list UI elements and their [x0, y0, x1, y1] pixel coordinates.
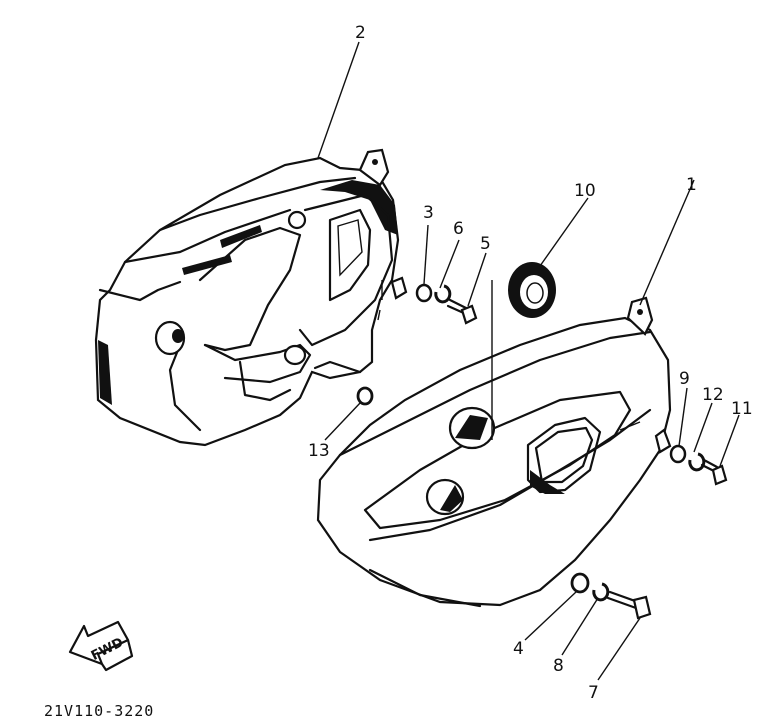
callout-6: 6	[453, 219, 464, 239]
callout-2: 2	[355, 23, 366, 43]
bolt-part-11	[700, 458, 728, 486]
callout-3: 3	[423, 203, 434, 223]
lock-washer-part-12	[688, 452, 706, 472]
lock-washer-part-8	[592, 582, 610, 602]
seal-part-10	[508, 262, 556, 318]
callout-10: 10	[574, 181, 596, 201]
washer-part-13	[356, 386, 374, 406]
callout-9: 9	[679, 369, 690, 389]
outer-case-cover-part-1	[316, 296, 672, 608]
callout-1: 1	[686, 175, 697, 195]
callout-13: 13	[308, 441, 330, 461]
bolt-part-5	[446, 298, 478, 325]
lock-washer-part-6	[434, 284, 452, 304]
callout-8: 8	[553, 656, 564, 676]
callout-4: 4	[513, 639, 524, 659]
inner-case-cover-part-2	[94, 148, 408, 447]
callout-11: 11	[731, 399, 753, 419]
fwd-arrow-icon: FWD	[68, 620, 134, 672]
callout-5: 5	[480, 234, 491, 254]
leader-lines	[317, 41, 740, 681]
washer-part-9	[669, 444, 687, 464]
callout-labels: 1 2 3 4 5 6 7 8 9 10 11 12 13	[308, 23, 753, 703]
washer-part-4	[570, 572, 590, 594]
callout-7: 7	[588, 683, 599, 703]
washer-part-3	[415, 283, 433, 303]
diagram-part-number: 21V110-3220	[44, 702, 154, 720]
callout-12: 12	[702, 385, 724, 405]
bolt-part-7	[606, 590, 652, 620]
